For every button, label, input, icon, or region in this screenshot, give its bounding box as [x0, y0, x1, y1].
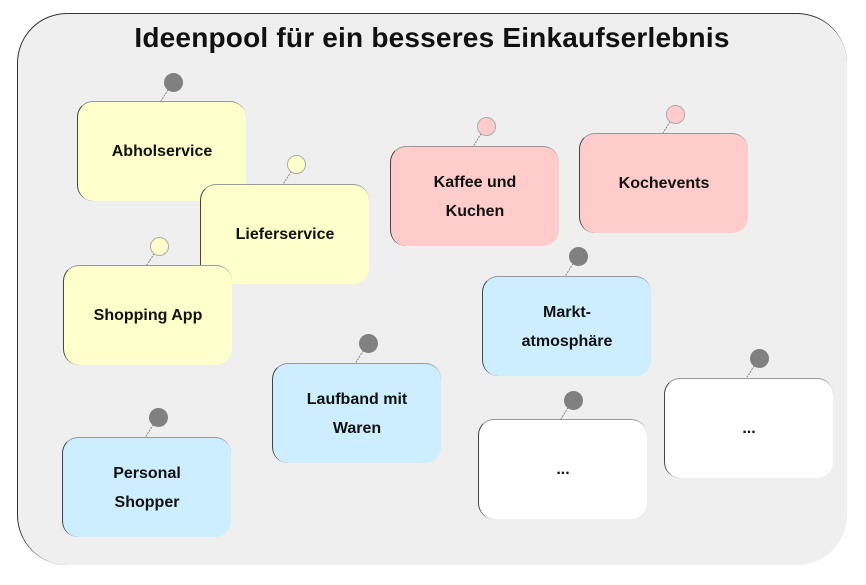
- note-label: Markt-atmosphäre: [521, 303, 613, 350]
- note-label: Kaffee und Kuchen: [433, 173, 517, 220]
- pin-icon: [164, 73, 183, 92]
- note-label: Shopping App: [93, 307, 203, 324]
- pin-icon: [477, 117, 496, 136]
- note-placeholder-1[interactable]: ...: [478, 419, 647, 519]
- pin-icon: [359, 334, 378, 353]
- board-title: Ideenpool für ein besseres Einkaufserleb…: [134, 22, 730, 53]
- note-label: Kochevents: [618, 175, 710, 192]
- note-label: Lieferservice: [235, 226, 335, 243]
- note-lieferservice[interactable]: Lieferservice: [200, 184, 369, 284]
- note-kochevents[interactable]: Kochevents: [579, 133, 748, 233]
- pin-icon: [750, 349, 769, 368]
- note-label: Abholservice: [111, 143, 213, 160]
- pin-icon: [149, 408, 168, 427]
- pin-icon: [287, 155, 306, 174]
- note-personal-shopper[interactable]: Personal Shopper: [62, 437, 231, 537]
- pin-icon: [564, 391, 583, 410]
- pin-icon: [569, 247, 588, 266]
- note-label: Personal Shopper: [113, 464, 181, 511]
- pin-icon: [150, 237, 169, 256]
- note-shopping-app[interactable]: Shopping App: [63, 265, 232, 365]
- note-label: Laufband mit Waren: [306, 390, 408, 437]
- pin-icon: [666, 105, 685, 124]
- note-label: ...: [742, 420, 756, 437]
- note-placeholder-2[interactable]: ...: [664, 378, 833, 478]
- note-marktatmosphaere[interactable]: Markt-atmosphäre: [482, 276, 651, 376]
- note-kaffee-und-kuchen[interactable]: Kaffee und Kuchen: [390, 146, 559, 246]
- note-laufband-mit-waren[interactable]: Laufband mit Waren: [272, 363, 441, 463]
- note-label: ...: [556, 461, 570, 478]
